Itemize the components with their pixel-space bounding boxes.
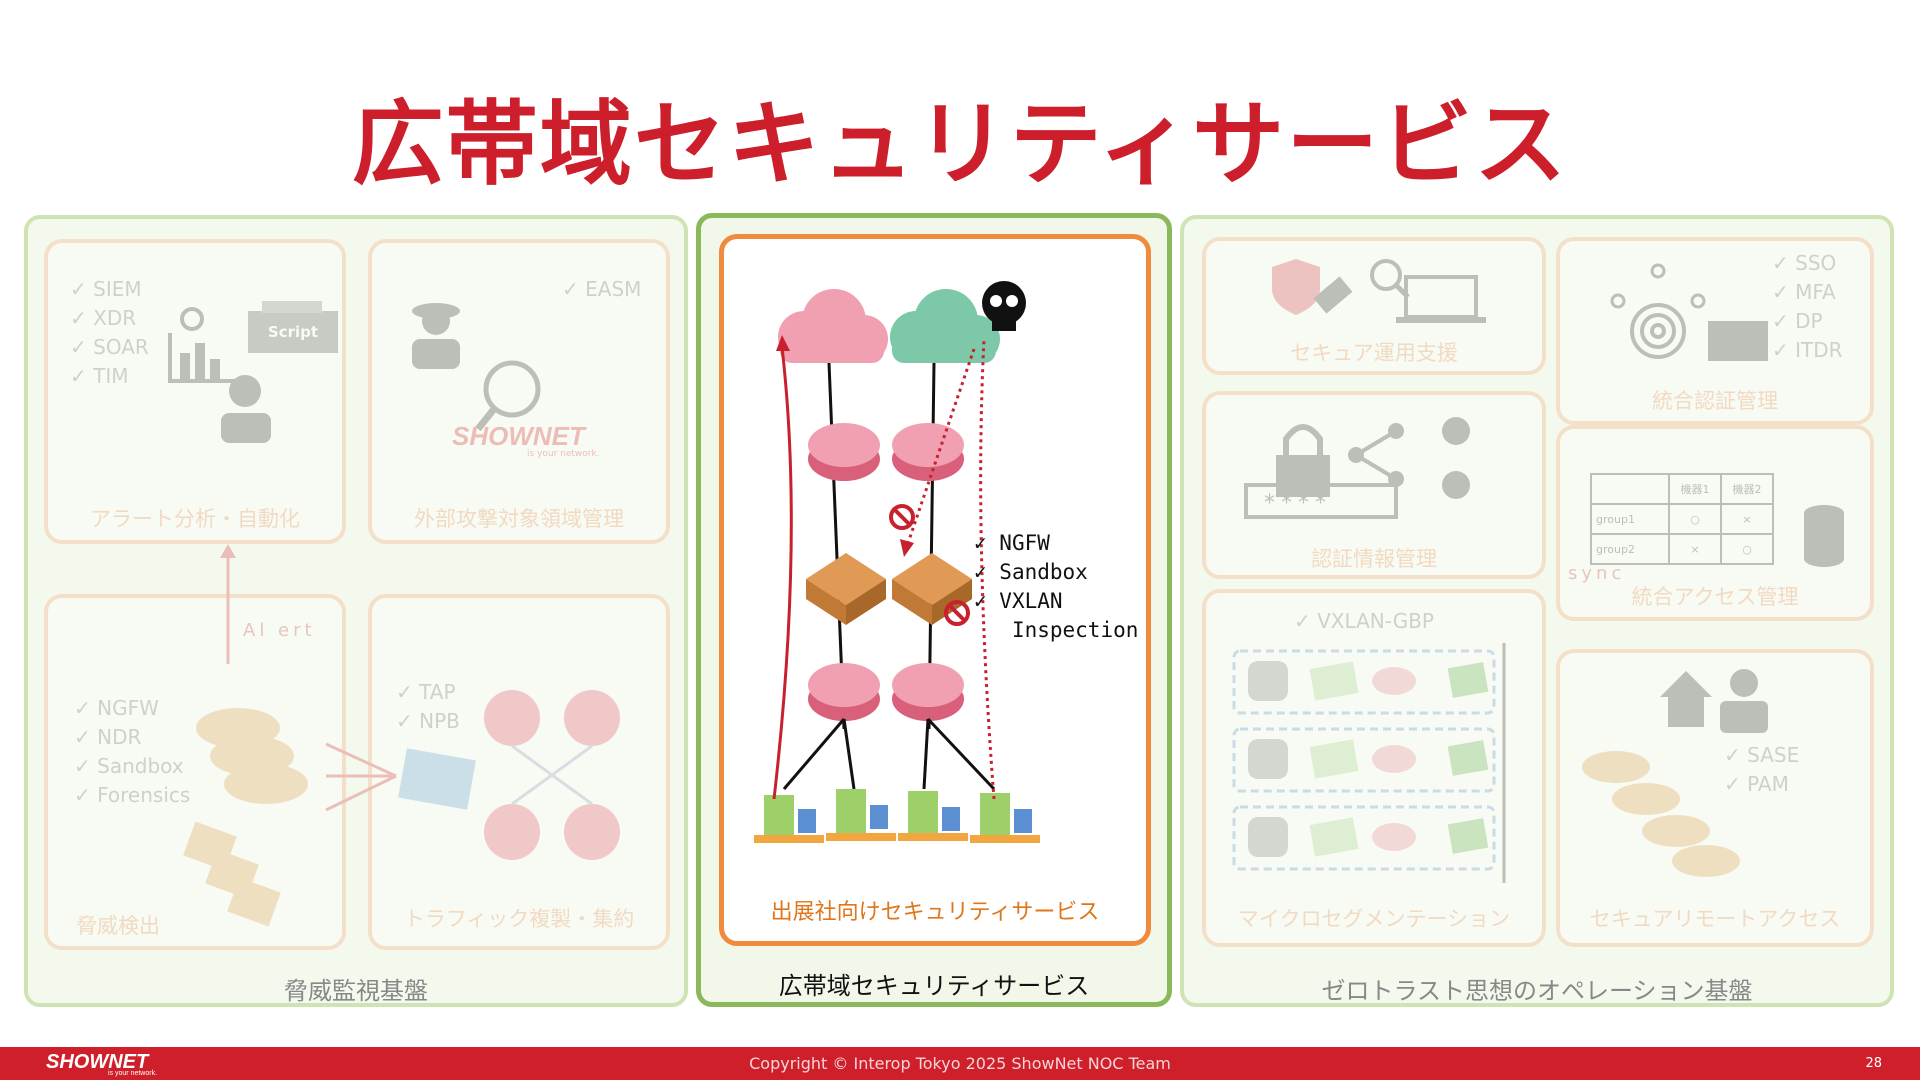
feature-vxlan: VXLAN bbox=[974, 587, 1138, 616]
exhibitor-security-panel: NGFW Sandbox VXLAN Inspection 出展社向けセキュリテ… bbox=[719, 234, 1151, 946]
remote-access-list: SASE PAM bbox=[1724, 741, 1799, 799]
block-icon-lower bbox=[944, 600, 970, 626]
broadband-security-group: NGFW Sandbox VXLAN Inspection 出展社向けセキュリテ… bbox=[696, 213, 1172, 1007]
zero-trust-ops-group: セキュア運用支援 SSO MFA DP ITDR 統合認証管理 bbox=[1180, 215, 1894, 1007]
credentials-panel: **** 認証情報管理 bbox=[1202, 391, 1546, 579]
security-network-diagram bbox=[754, 281, 1040, 843]
feature-inspection: Inspection bbox=[1011, 618, 1139, 642]
secure-ops-icons bbox=[1272, 259, 1486, 323]
threat-detection-caption: 脅威検出 bbox=[76, 914, 160, 938]
router-bottom-left bbox=[808, 663, 880, 721]
threat-monitoring-label: 脅威監視基盤 bbox=[284, 977, 428, 1005]
alert-arrow bbox=[220, 544, 236, 664]
shownet-logo-text: SHOWNET bbox=[452, 421, 585, 451]
shownet-logo-tagline: is your network. bbox=[527, 449, 600, 459]
alert-tiles-icon bbox=[183, 821, 281, 927]
access-panel: 機器1 機器2 group1 ○ × group2 × ○ 統 bbox=[1556, 425, 1874, 621]
router-top-right bbox=[892, 423, 964, 481]
block-icon-upper bbox=[889, 504, 915, 530]
alert-analysis-panel: SIEM XDR SOAR TIM Script bbox=[44, 239, 346, 544]
identity-caption: 統合認証管理 bbox=[1652, 389, 1778, 413]
microseg-panel: VXLAN-GBP マイクロセグメンテーション bbox=[1202, 589, 1546, 947]
easm-caption: 外部攻撃対象領域管理 bbox=[414, 507, 624, 531]
footer-logo: SHOWNET bbox=[46, 1051, 149, 1073]
microseg-caption: マイクロセグメンテーション bbox=[1237, 907, 1511, 931]
threat-detection-panel: Al ert NGFW NDR Sandbox Forensics 脅威検出 bbox=[44, 594, 346, 950]
remote-access-panel: SASE PAM セキュアリモートアクセス bbox=[1556, 649, 1874, 947]
traffic-panel: TAP NPB トラフィック複製・集約 bbox=[368, 594, 670, 950]
page-title: 広帯域セキュリティサービス bbox=[351, 91, 1569, 198]
exhibitor-security-caption: 出展社向けセキュリティサービス bbox=[770, 900, 1100, 925]
easm-list: EASM bbox=[562, 275, 641, 304]
footer-tagline: is your network. bbox=[108, 1070, 158, 1077]
footer-copyright: Copyright © Interop Tokyo 2025 ShowNet N… bbox=[749, 1054, 1171, 1073]
identity-list: SSO MFA DP ITDR bbox=[1772, 249, 1842, 365]
skull-icon bbox=[982, 281, 1026, 331]
analytics-chart-icon bbox=[168, 307, 238, 383]
page-number: 28 bbox=[1865, 1056, 1882, 1071]
microseg-list: VXLAN-GBP bbox=[1294, 607, 1434, 636]
remote-gateway-stack bbox=[1582, 751, 1740, 877]
broadband-security-label: 広帯域セキュリティサービス bbox=[778, 972, 1090, 1000]
exhibitor-hosts bbox=[754, 789, 1040, 843]
password-mask: **** bbox=[1264, 491, 1332, 516]
microseg-diagram bbox=[1232, 643, 1506, 883]
tap-npb-diagram bbox=[398, 690, 620, 860]
remote-access-caption: セキュアリモートアクセス bbox=[1589, 907, 1841, 931]
alert-analysis-caption: アラート分析・自動化 bbox=[90, 507, 300, 531]
threat-detection-list: NGFW NDR Sandbox Forensics bbox=[74, 694, 190, 810]
secure-ops-caption: セキュア運用支援 bbox=[1290, 341, 1458, 365]
traffic-list: TAP NPB bbox=[396, 678, 460, 736]
script-label: Script bbox=[267, 323, 319, 341]
operator-icon bbox=[221, 375, 271, 443]
firewall-right bbox=[892, 553, 972, 625]
remote-worker-icon bbox=[1660, 669, 1768, 733]
feature-sandbox: Sandbox bbox=[974, 558, 1138, 587]
router-top-left bbox=[808, 423, 880, 481]
traffic-caption: トラフィック複製・集約 bbox=[403, 907, 635, 931]
security-features-list: NGFW Sandbox VXLAN Inspection bbox=[974, 529, 1138, 645]
zero-trust-ops-label: ゼロトラスト思想のオペレーション基盤 bbox=[1321, 977, 1753, 1005]
fingerprint-id-icon bbox=[1610, 263, 1768, 361]
router-bottom-right bbox=[892, 663, 964, 721]
access-matrix-table: 機器1 機器2 group1 ○ × group2 × ○ bbox=[1590, 473, 1774, 565]
identity-panel: SSO MFA DP ITDR 統合認証管理 bbox=[1556, 237, 1874, 425]
easm-panel: EASM SHOWNET is your network. 外部攻撃対象領域管理 bbox=[368, 239, 670, 544]
attacker-icon bbox=[412, 303, 460, 369]
alert-analysis-list: SIEM XDR SOAR TIM bbox=[70, 275, 149, 391]
script-icon bbox=[248, 301, 338, 353]
alert-label: Al ert bbox=[243, 620, 316, 641]
database-icon bbox=[1804, 505, 1844, 567]
tap-arrows bbox=[325, 742, 397, 812]
firewall-left bbox=[806, 553, 886, 625]
magnifier-eye-icon bbox=[475, 360, 541, 432]
credentials-caption: 認証情報管理 bbox=[1311, 547, 1437, 571]
firewall-stack-icon bbox=[196, 708, 308, 804]
feature-ngfw: NGFW bbox=[974, 529, 1138, 558]
footer-bar: SHOWNET is your network. Copyright © Int… bbox=[0, 1047, 1920, 1080]
secure-ops-panel: セキュア運用支援 bbox=[1202, 237, 1546, 375]
credential-lock-icon bbox=[1244, 417, 1470, 519]
threat-monitoring-group: SIEM XDR SOAR TIM Script bbox=[24, 215, 688, 1007]
internet-cloud-right bbox=[890, 289, 1000, 363]
access-caption: 統合アクセス管理 bbox=[1631, 585, 1799, 609]
internet-cloud-left bbox=[778, 289, 888, 363]
allowed-flow-arrow bbox=[772, 346, 793, 800]
sync-label: sync bbox=[1568, 563, 1626, 584]
